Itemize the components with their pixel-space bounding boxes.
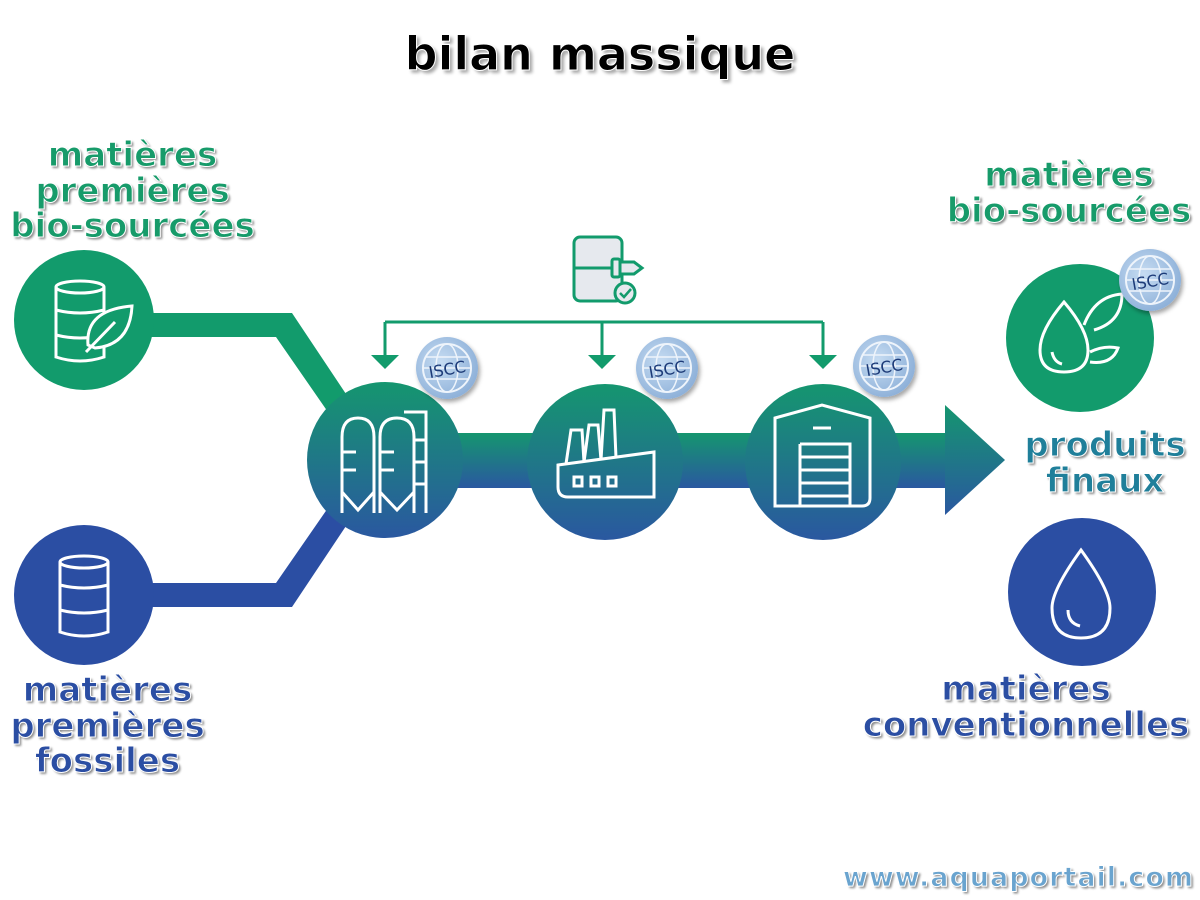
flow-arrow-head [945, 405, 1005, 515]
conventional-output-node [1008, 518, 1156, 666]
label-line: produits [1024, 425, 1186, 465]
certificate-distribution-lines [383, 320, 825, 356]
drop-icon [1050, 547, 1112, 640]
source-url[interactable]: www.aquaportail.com [842, 862, 1194, 894]
bio-output-node [1006, 264, 1154, 412]
label-line: premières [35, 170, 230, 211]
iscc-badge-3: ISCC [853, 335, 915, 397]
label-line: matières [22, 670, 193, 710]
iscc-badge-2: ISCC [636, 337, 698, 399]
fossil-input-connector [140, 505, 350, 607]
fossil-input-label: matières premières fossiles [0, 670, 215, 782]
label-line: finaux [1045, 460, 1165, 501]
iscc-badge-1: ISCC [416, 337, 478, 399]
label-line: matières [984, 155, 1154, 195]
drop-leaf-icon [1038, 292, 1124, 374]
process-step-factory [527, 384, 683, 540]
factory-icon [556, 408, 656, 499]
conventional-output-label: matières conventionnelles [852, 669, 1200, 745]
fossil-input-node [14, 525, 154, 665]
barrel-icon [58, 554, 110, 638]
bio-input-node [14, 250, 154, 390]
process-step-warehouse [745, 384, 901, 540]
final-products-label: produits finaux [1010, 425, 1200, 501]
warehouse-icon [773, 403, 872, 508]
label-line: matières [47, 135, 218, 175]
label-line: fossiles [34, 741, 181, 782]
bio-input-label: matières premières bio-sourcées [0, 135, 265, 247]
iscc-badge-output: ISCC [1119, 249, 1181, 311]
label-line: premières [10, 705, 205, 746]
bio-input-connector [140, 313, 350, 415]
barrel-leaf-icon [54, 279, 134, 363]
bio-output-label: matières bio-sourcées [938, 155, 1200, 231]
label-line: conventionnelles [862, 704, 1190, 745]
certificate-document-icon [572, 235, 645, 305]
label-line: bio-sourcées [946, 190, 1192, 231]
down-arrow-icons [371, 355, 837, 369]
label-line: bio-sourcées [10, 206, 256, 247]
silo-icon [340, 410, 428, 513]
label-line: matières [941, 669, 1111, 709]
process-step-silo [307, 382, 463, 538]
page-title: bilan massique [404, 27, 796, 81]
